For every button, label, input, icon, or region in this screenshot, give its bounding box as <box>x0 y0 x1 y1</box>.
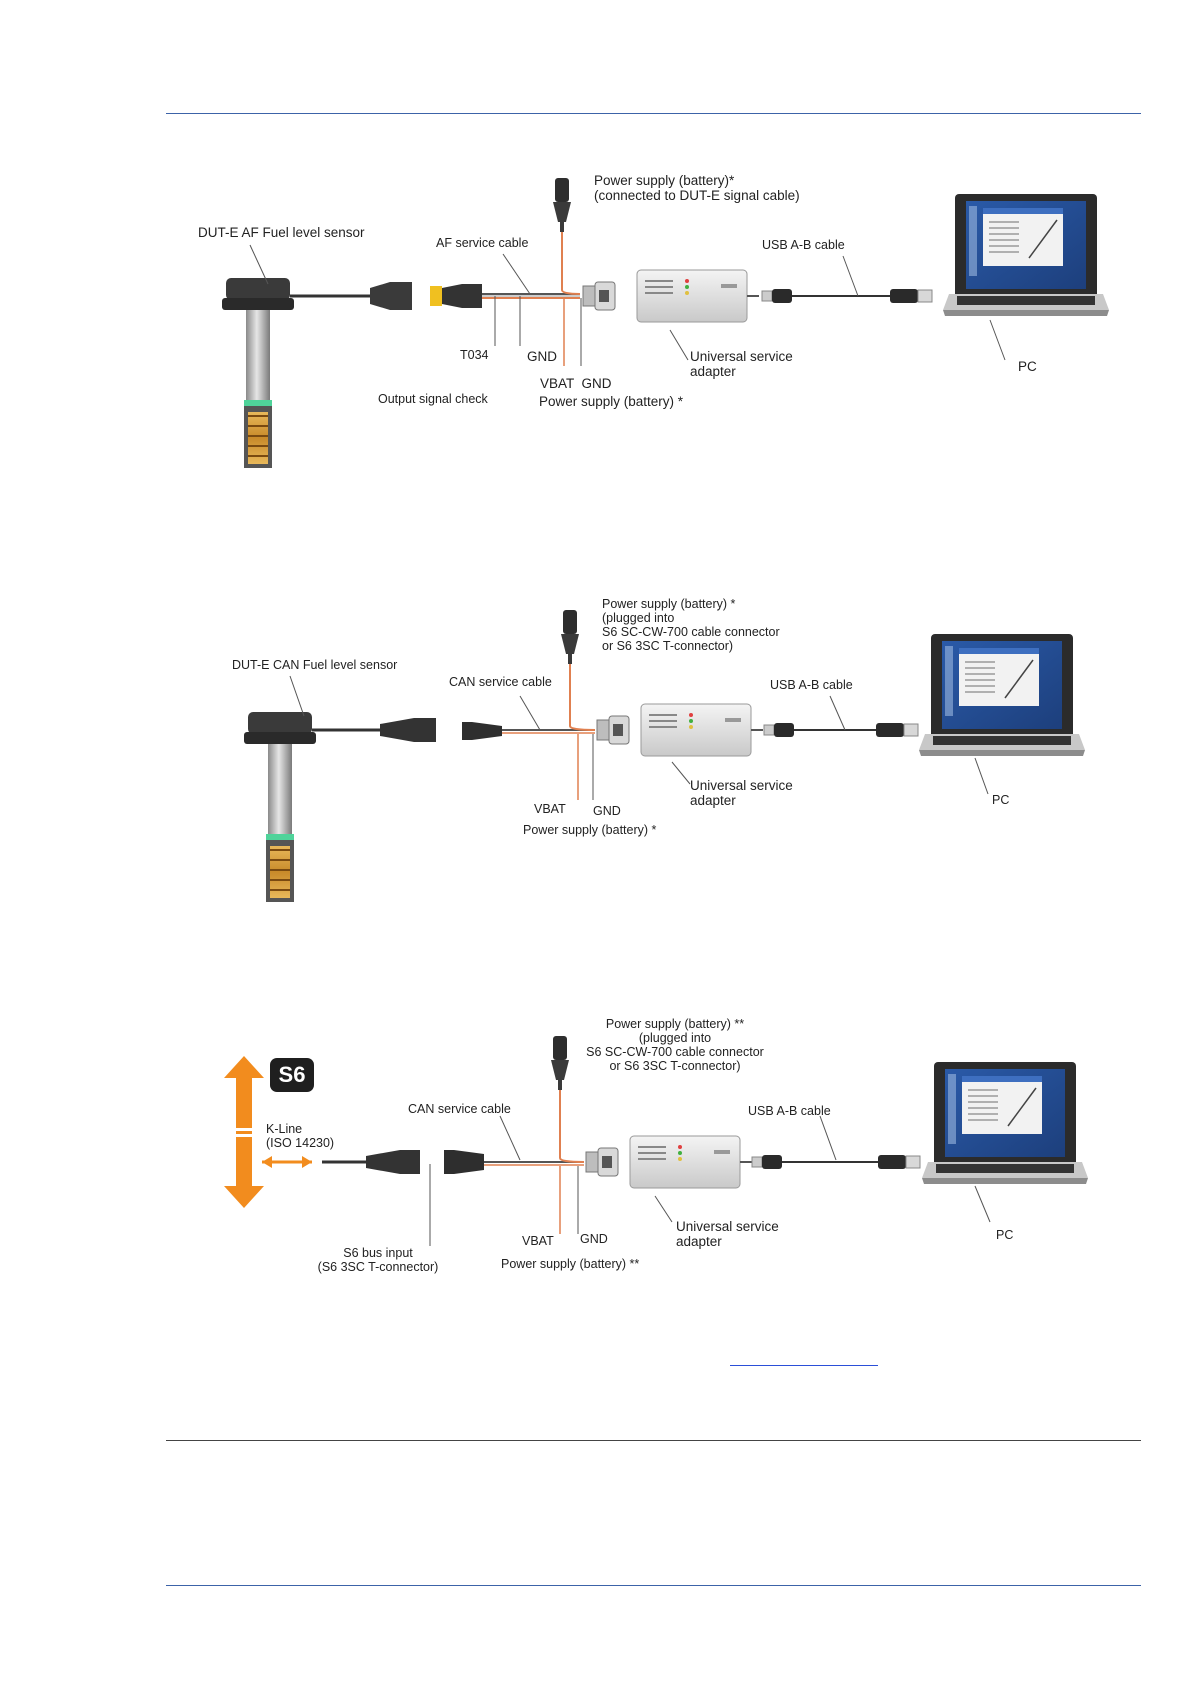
usb-b-plug-icon <box>762 289 792 303</box>
can-connector-male-icon <box>380 718 436 742</box>
diagram-2 <box>244 610 1085 902</box>
power-plug-icon <box>553 178 571 232</box>
pc-laptop-icon <box>943 194 1109 316</box>
d2-sensor-label: DUT-E CAN Fuel level sensor <box>232 658 397 672</box>
d1-vbat-gnd-label: VBAT GND <box>540 376 612 391</box>
can-fuel-level-sensor-icon <box>244 712 316 902</box>
universal-service-adapter-icon-2 <box>641 704 751 756</box>
universal-service-adapter-icon <box>637 270 747 322</box>
d1-cable-label: AF service cable <box>436 236 528 250</box>
d3-usb-label: USB A-B cable <box>748 1104 831 1118</box>
d1-pc-label: PC <box>1018 359 1037 374</box>
db9-connector-icon-2 <box>597 716 629 744</box>
d3-vbat-label: VBAT <box>522 1234 554 1248</box>
d3-adapter-label: Universal service adapter <box>676 1219 779 1249</box>
power-plug-icon-2 <box>561 610 579 664</box>
d3-power-supply-bottom-label: Power supply (battery) ** <box>501 1257 639 1271</box>
af-fuel-level-sensor-icon <box>222 278 294 468</box>
d2-gnd-label: GND <box>593 804 621 818</box>
can-connector-female-icon <box>462 722 502 740</box>
d2-usb-label: USB A-B cable <box>770 678 853 692</box>
s6-bus-arrow-icon <box>224 1056 264 1208</box>
pc-laptop-icon-2 <box>919 634 1085 756</box>
d2-pc-label: PC <box>992 793 1009 807</box>
d3-power-supply-top-label: Power supply (battery) ** (plugged into … <box>580 1017 770 1073</box>
d1-power-supply-top-label: Power supply (battery)* (connected to DU… <box>594 173 800 203</box>
af-connector-yellow-icon <box>430 286 442 306</box>
power-plug-icon-3 <box>551 1036 569 1090</box>
d3-pc-label: PC <box>996 1228 1013 1242</box>
d2-power-supply-bottom-label: Power supply (battery) * <box>523 823 656 837</box>
d1-power-supply-bottom-label: Power supply (battery) * <box>539 394 683 409</box>
universal-service-adapter-icon-3 <box>630 1136 740 1188</box>
usb-b-plug-icon-3 <box>752 1155 782 1169</box>
d1-gnd-label: GND <box>527 349 557 364</box>
d2-cable-label: CAN service cable <box>449 675 552 689</box>
d3-cable-label: CAN service cable <box>408 1102 511 1116</box>
d1-adapter-label: Universal service adapter <box>690 349 793 379</box>
d2-power-supply-top-label: Power supply (battery) * (plugged into S… <box>602 597 780 653</box>
s6-logo-text: S6 <box>279 1062 306 1087</box>
d1-output-signal-label: Output signal check <box>378 392 488 406</box>
s6-connector-female-icon <box>444 1150 484 1174</box>
d2-vbat-label: VBAT <box>534 802 566 816</box>
usb-a-plug-icon <box>890 289 932 303</box>
db9-connector-icon <box>583 282 615 310</box>
pc-laptop-icon-3 <box>922 1062 1088 1184</box>
d3-kline-label: K-Line (ISO 14230) <box>266 1122 334 1150</box>
usb-b-plug-icon-2 <box>764 723 794 737</box>
usb-a-plug-icon-2 <box>876 723 918 737</box>
d2-adapter-label: Universal service adapter <box>690 778 793 808</box>
d1-usb-label: USB A-B cable <box>762 238 845 252</box>
usb-a-plug-icon-3 <box>878 1155 920 1169</box>
d3-bus-input-label: S6 bus input (S6 3SC T-connector) <box>308 1246 448 1274</box>
d1-t034-label: T034 <box>460 348 489 362</box>
d3-gnd-label: GND <box>580 1232 608 1246</box>
diagram-1 <box>222 178 1109 468</box>
d1-sensor-label: DUT-E AF Fuel level sensor <box>198 225 365 240</box>
db9-connector-icon-3 <box>586 1148 618 1176</box>
af-connector-male-icon <box>370 282 412 310</box>
s6-connector-male-icon <box>366 1150 420 1174</box>
